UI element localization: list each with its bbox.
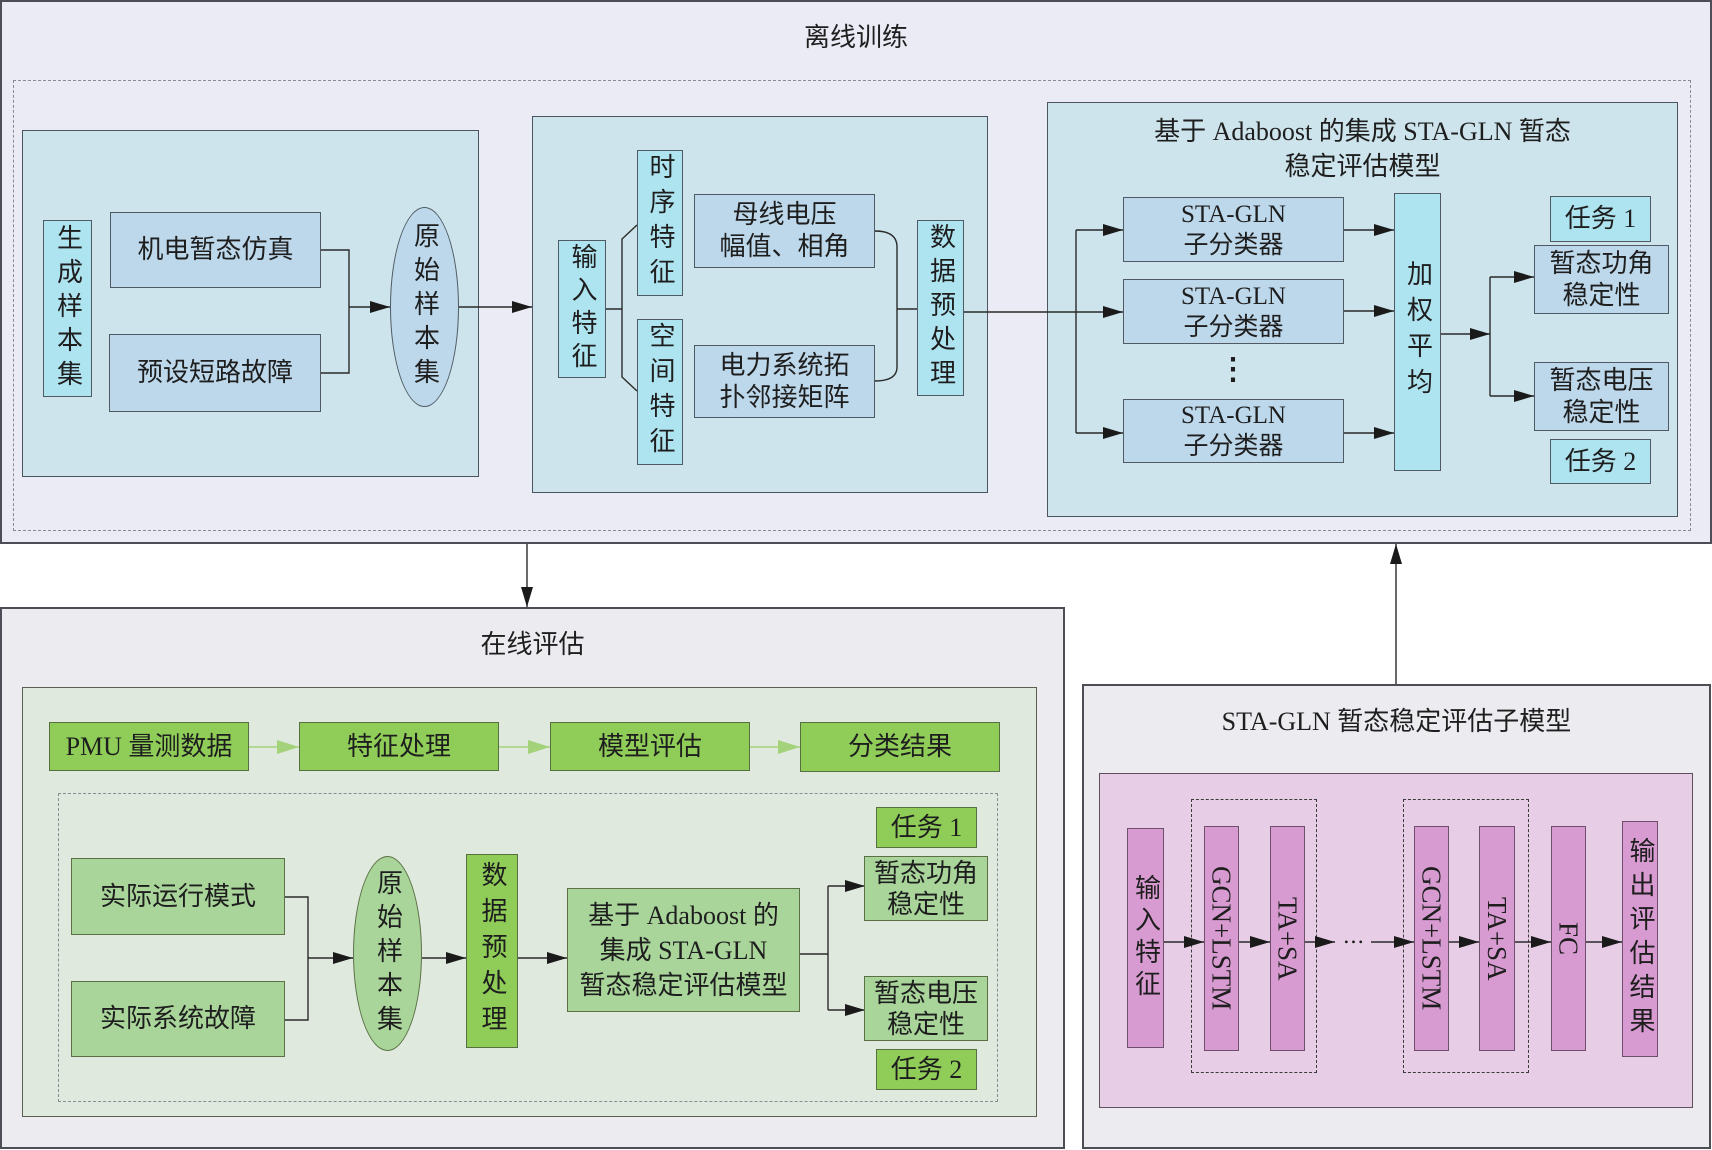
topology-matrix-box: 电力系统拓 扑邻接矩阵: [694, 345, 875, 418]
spatial-features-label: 空间特征: [646, 322, 675, 462]
pipeline-feature-processing-label: 特征处理: [346, 731, 451, 761]
sub-classifier-1-model: STA-GLN: [1181, 200, 1286, 228]
task-1-badge: 任务 1: [1550, 196, 1651, 242]
submodel-panel: [1099, 773, 1693, 1108]
operation-mode-label: 实际运行模式: [99, 881, 256, 911]
weighted-average-label: 加权平均: [1403, 260, 1433, 404]
online-dashed-group: [58, 793, 998, 1102]
electromechanical-simulation-label: 机电暂态仿真: [137, 235, 294, 264]
bus-voltage-line-2: 幅值、相角: [719, 232, 850, 261]
online-assessment-title: 在线评估: [480, 630, 585, 659]
online-raw-sample-set-label: 原始样本集: [373, 868, 403, 1039]
sub-classifier-3-model: STA-GLN: [1181, 402, 1286, 429]
voltage-stability-box: 暂态电压 稳定性: [1534, 362, 1669, 431]
bus-voltage-box: 母线电压 幅值、相角: [694, 194, 875, 268]
angle-stability-line-1: 暂态功角: [1549, 248, 1654, 278]
preset-fault-box: 预设短路故障: [109, 334, 321, 412]
generate-samples-label: 生成样本集: [53, 223, 83, 394]
input-features-box: 输入特征: [558, 240, 606, 378]
task-2-label: 任务 2: [1564, 446, 1637, 476]
angle-stability-box: 暂态功角 稳定性: [1534, 245, 1669, 314]
gcn-lstm-layer-2: GCN+LSTM: [1414, 826, 1449, 1051]
vertical-ellipsis: ⋮: [1218, 353, 1248, 386]
sub-classifier-2-model: STA-GLN: [1181, 282, 1286, 310]
sub-classifier-1: STA-GLN 子分类器: [1123, 197, 1344, 262]
voltage-stability-line-2: 稳定性: [1562, 397, 1641, 427]
ta-sa-2-label: TA+SA: [1482, 896, 1512, 981]
sub-classifier-3: STA-GLN 子分类器: [1123, 399, 1344, 463]
online-angle-stability-line-1: 暂态功角: [873, 858, 978, 888]
data-preprocess-label: 数据预处理: [926, 223, 956, 393]
operation-mode-box: 实际运行模式: [71, 858, 285, 935]
spatial-features-box: 空间特征: [637, 319, 683, 465]
submodel-input-label: 输入特征: [1131, 874, 1161, 1002]
pipeline-pmu-data: PMU 量测数据: [49, 722, 249, 771]
pipeline-classification-result: 分类结果: [800, 722, 1000, 772]
sub-classifier-1-label: 子分类器: [1183, 231, 1284, 259]
raw-sample-set-ellipse: 原始样本集: [390, 207, 459, 407]
fc-layer: FC: [1551, 826, 1586, 1051]
online-angle-stability-line-2: 稳定性: [886, 889, 965, 919]
pipeline-model-evaluation-label: 模型评估: [597, 731, 702, 761]
gcn-lstm-2-label: GCN+LSTM: [1416, 866, 1447, 1011]
angle-stability-line-2: 稳定性: [1562, 280, 1641, 310]
online-model-line-2: 集成 STA-GLN: [599, 935, 768, 965]
ensemble-model-title-line-2: 稳定评估模型: [1284, 152, 1441, 181]
electromechanical-simulation-box: 机电暂态仿真: [110, 212, 321, 288]
horizontal-ellipsis: •••: [1344, 935, 1366, 949]
gcn-lstm-1-label: GCN+LSTM: [1206, 866, 1237, 1011]
topology-matrix-line-2: 扑邻接矩阵: [719, 382, 850, 412]
raw-sample-set-label: 原始样本集: [410, 222, 440, 392]
pipeline-model-evaluation: 模型评估: [550, 722, 750, 771]
fc-label: FC: [1553, 921, 1584, 956]
system-fault-label: 实际系统故障: [99, 1004, 256, 1033]
online-task-1-badge: 任务 1: [876, 807, 977, 848]
online-ensemble-model-box: 基于 Adaboost 的 集成 STA-GLN 暂态稳定评估模型: [567, 888, 800, 1012]
ta-sa-1-label: TA+SA: [1272, 896, 1303, 981]
pipeline-pmu-data-label: PMU 量测数据: [65, 731, 233, 761]
ta-sa-layer-2: TA+SA: [1479, 826, 1515, 1051]
submodel-input-layer: 输入特征: [1127, 828, 1164, 1048]
task-1-label: 任务 1: [1564, 204, 1637, 233]
online-raw-sample-set-ellipse: 原始样本集: [353, 856, 422, 1051]
online-task-1-label: 任务 1: [890, 812, 963, 842]
ensemble-model-title-line-1: 基于 Adaboost 的集成 STA-GLN 暂态: [1154, 117, 1571, 146]
temporal-features-box: 时序特征: [637, 150, 683, 296]
online-preprocess-label: 数据预处理: [478, 861, 507, 1041]
online-voltage-stability-line-1: 暂态电压: [873, 978, 978, 1008]
gcn-lstm-layer-1: GCN+LSTM: [1204, 826, 1239, 1051]
submodel-output-label: 输出评估结果: [1626, 837, 1655, 1041]
system-fault-box: 实际系统故障: [71, 981, 285, 1057]
online-model-line-1: 基于 Adaboost 的: [588, 900, 779, 930]
ta-sa-layer-1: TA+SA: [1270, 826, 1305, 1051]
sub-classifier-2-label: 子分类器: [1183, 313, 1284, 341]
online-preprocess-box: 数据预处理: [466, 854, 518, 1048]
online-task-2-badge: 任务 2: [876, 1049, 977, 1090]
pipeline-feature-processing: 特征处理: [299, 722, 499, 771]
generate-samples-box: 生成样本集: [43, 220, 92, 397]
online-model-line-3: 暂态稳定评估模型: [579, 970, 788, 1000]
voltage-stability-line-1: 暂态电压: [1549, 365, 1654, 395]
weighted-average-box: 加权平均: [1394, 193, 1441, 471]
online-angle-stability-box: 暂态功角 稳定性: [864, 856, 988, 921]
pipeline-classification-result-label: 分类结果: [847, 732, 952, 761]
bus-voltage-line-1: 母线电压: [732, 200, 837, 229]
task-2-badge: 任务 2: [1550, 439, 1651, 484]
temporal-features-label: 时序特征: [646, 153, 675, 293]
offline-dashed-group: [13, 80, 1691, 531]
sub-classifier-3-label: 子分类器: [1183, 433, 1284, 460]
submodel-title: STA-GLN 暂态稳定评估子模型: [1221, 707, 1572, 736]
ensemble-model-title: 基于 Adaboost 的集成 STA-GLN 暂态 稳定评估模型: [1047, 114, 1678, 184]
topology-matrix-line-1: 电力系统拓: [719, 350, 850, 380]
preset-fault-label: 预设短路故障: [136, 358, 293, 387]
online-task-2-label: 任务 2: [890, 1054, 963, 1084]
submodel-output-layer: 输出评估结果: [1622, 821, 1658, 1057]
sub-classifier-2: STA-GLN 子分类器: [1123, 279, 1344, 344]
input-features-label: 输入特征: [568, 243, 597, 375]
data-preprocess-box: 数据预处理: [917, 220, 964, 396]
offline-training-title: 离线训练: [803, 23, 908, 52]
online-voltage-stability-box: 暂态电压 稳定性: [864, 976, 988, 1041]
online-voltage-stability-line-2: 稳定性: [886, 1009, 965, 1039]
